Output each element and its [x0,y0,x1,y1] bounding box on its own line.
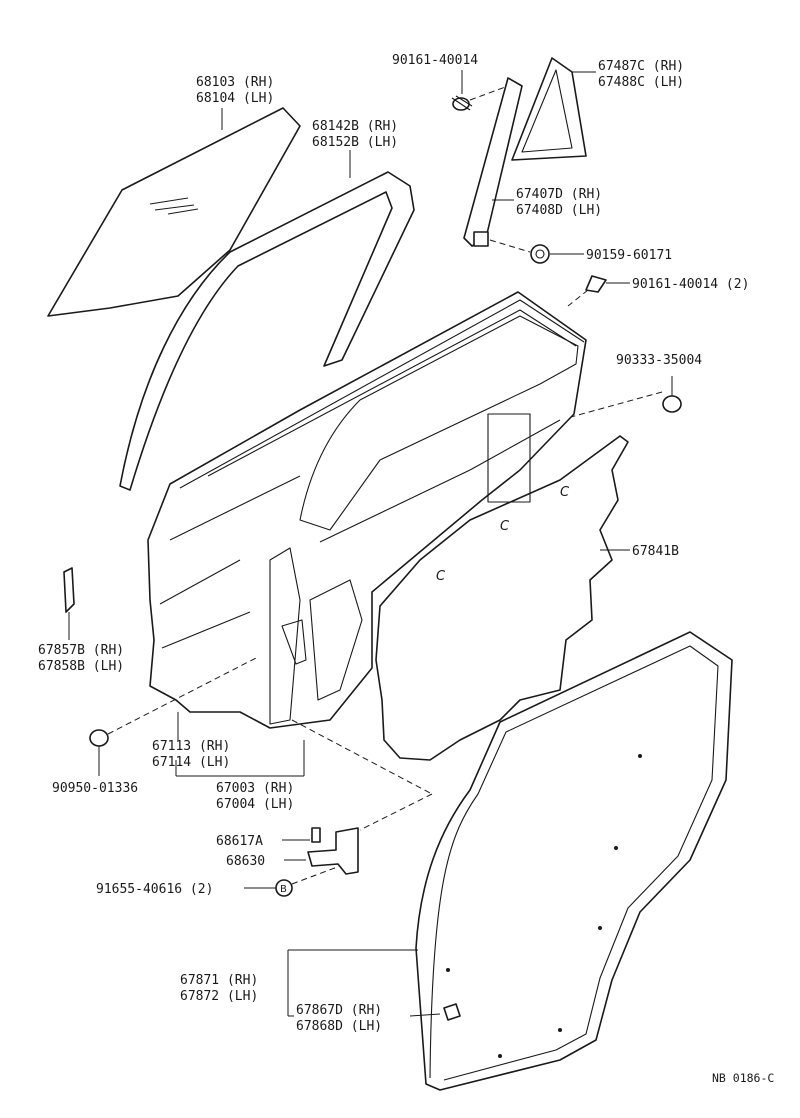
label-glass-lh: 68104 (LH) [196,91,274,106]
svg-text:C: C [500,519,510,534]
label-screw-top: 90161-40014 [392,53,478,68]
part-labels: 68103 (RH) 68104 (LH) 68142B (RH) 68152B… [38,53,774,1085]
label-panel-rh: 67113 (RH) [152,739,230,754]
label-moulding-rh: 67857B (RH) [38,643,124,658]
label-service-hole-cover: 67841B [632,544,679,559]
door-weatherstrip [415,631,733,1091]
door-panel-assembly [147,291,587,729]
label-plug-right: 90333-35004 [616,353,702,368]
svg-text:C: C [436,569,446,584]
door-moulding [63,567,75,640]
clip [409,1003,461,1021]
panel-leaders [175,712,433,795]
label-check: 68630 [226,854,265,869]
label-panel-lh: 67114 (LH) [152,755,230,770]
svg-text:C: C [560,485,570,500]
label-clip-rh: 67867D (RH) [296,1003,382,1018]
glass-run-channel [119,150,415,491]
label-plug-left: 90950-01336 [52,781,138,796]
label-bolt-small: 68617A [216,834,263,849]
screw-top [451,70,509,111]
service-hole-cover: C C C [375,435,630,761]
label-nut: 90159-60171 [586,248,672,263]
screw-pair [567,275,630,307]
label-door-assy-rh: 67003 (RH) [216,781,294,796]
label-quarter-glass-lh: 67488C (LH) [598,75,684,90]
label-bolt-pair: 91655-40616 (2) [96,882,213,897]
label-run-channel-rh: 68142B (RH) [312,119,398,134]
label-screw-pair: 90161-40014 (2) [632,277,749,292]
quarter-glass [511,57,596,161]
label-clip-lh: 67868D (LH) [296,1019,382,1034]
label-glass-rh: 68103 (RH) [196,75,274,90]
door-glass [47,107,301,317]
weatherstrip-leaders [287,949,418,1017]
label-division-bar-lh: 67408D (LH) [516,203,602,218]
hole-plug-right [559,376,682,421]
nut [489,239,584,264]
division-bar [463,77,523,247]
bolt-marker-icon: B [280,884,287,895]
label-division-bar-rh: 67407D (RH) [516,187,602,202]
label-weatherstrip-lh: 67872 (LH) [180,989,258,1004]
label-weatherstrip-rh: 67871 (RH) [180,973,258,988]
label-door-assy-lh: 67004 (LH) [216,797,294,812]
door-check: B [244,793,433,897]
label-quarter-glass-rh: 67487C (RH) [598,59,684,74]
label-moulding-lh: 67858B (LH) [38,659,124,674]
hole-plug-left [89,657,257,776]
label-run-channel-lh: 68152B (LH) [312,135,398,150]
reference-code: NB 0186-C [712,1071,774,1085]
